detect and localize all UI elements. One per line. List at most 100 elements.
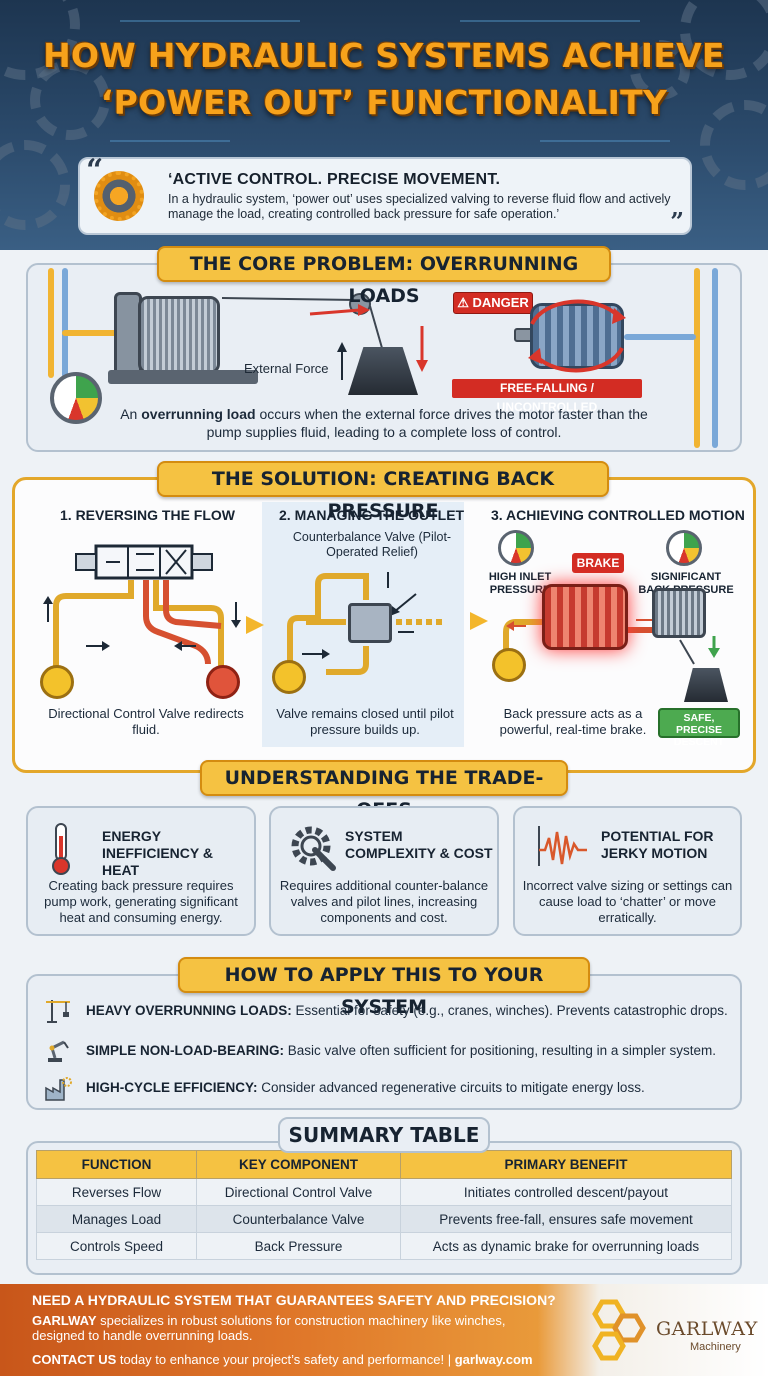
tradeoff-card-energy: ENERGY INEFFICIENCY & HEAT Creating back… — [26, 806, 256, 936]
step-3-caption: Back pressure acts as a powerful, real-t… — [499, 706, 647, 737]
freefall-badge: FREE-FALLING / UNCONTROLLED — [452, 379, 642, 414]
tradeoffs-banner: UNDERSTANDING THE TRADE-OFFS — [200, 760, 568, 821]
table-cell: Back Pressure — [196, 1232, 401, 1260]
pressure-gauge-icon — [498, 530, 534, 566]
gear-icon — [30, 60, 110, 140]
summary-banner: SUMMARY TABLE — [278, 1117, 490, 1153]
card-body: Incorrect valve sizing or settings can c… — [522, 878, 733, 925]
table-cell: Reverses Flow — [36, 1178, 197, 1206]
step-2-caption: Valve remains closed until pilot pressur… — [276, 706, 454, 737]
pipe — [62, 268, 68, 378]
card-title: ENERGY INEFFICIENCY & HEAT — [102, 828, 213, 878]
brake-badge: BRAKE — [572, 553, 624, 573]
step-1-caption: Directional Control Valve redirects flui… — [48, 706, 244, 737]
circuit-line — [120, 20, 300, 22]
spin-arrows-icon — [528, 299, 626, 373]
pressure-gauge-icon — [50, 372, 102, 424]
apply-row-label: HEAVY OVERRUNNING LOADS: — [86, 1003, 292, 1018]
danger-badge: ⚠ DANGER — [453, 292, 533, 314]
table-header: KEY COMPONENT — [196, 1150, 401, 1179]
website-link[interactable]: garlway.com — [454, 1352, 533, 1367]
table-row: Manages Load Counterbalance Valve Preven… — [36, 1205, 732, 1233]
card-title: SYSTEM COMPLEXITY & COST — [345, 828, 493, 861]
gear-wrench-icon — [291, 826, 336, 871]
solution-banner: THE SOLUTION: CREATING BACK PRESSURE — [157, 461, 609, 522]
thermometer-icon — [52, 823, 70, 875]
pipe — [712, 268, 718, 448]
table-cell: Counterbalance Valve — [196, 1205, 401, 1233]
quote-title: ‘ACTIVE CONTROL. PRECISE MOVEMENT. — [168, 171, 501, 188]
gear-icon — [0, 140, 70, 230]
pipe — [62, 330, 122, 336]
blocked-port-icon — [206, 665, 240, 699]
winch-drum-icon — [652, 588, 706, 638]
table-cell: Prevents free-fall, ensures safe movemen… — [400, 1205, 732, 1233]
title-line-2: ‘POWER OUT’ FUNCTIONALITY — [100, 83, 668, 122]
apply-row-text: Basic valve often sufficient for positio… — [284, 1043, 716, 1058]
directional-valve-diagram — [43, 544, 241, 666]
card-body: Requires additional counter-balance valv… — [279, 878, 489, 925]
apply-row: HIGH-CYCLE EFFICIENCY: Consider advanced… — [86, 1080, 645, 1095]
hydraulic-motor-icon — [530, 303, 624, 369]
core-problem-banner: THE CORE PROBLEM: OVERRUNNING LOADS — [157, 246, 611, 307]
apply-row-label: SIMPLE NON-LOAD-BEARING: — [86, 1043, 284, 1058]
card-title: POTENTIAL FOR JERKY MOTION — [601, 828, 714, 861]
tradeoff-card-jerky-motion: POTENTIAL FOR JERKY MOTION Incorrect val… — [513, 806, 742, 936]
crane-icon — [46, 1000, 70, 1023]
apply-banner: HOW TO APPLY THIS TO YOUR SYSTEM — [178, 957, 590, 1018]
logo-name: GARLWAY — [656, 1318, 758, 1340]
footer-contact: CONTACT US today to enhance your project… — [32, 1352, 533, 1367]
desc-prefix: An — [120, 406, 142, 422]
table-cell: Initiates controlled descent/payout — [400, 1178, 732, 1206]
step-3-title: 3. ACHIEVING CONTROLLED MOTION — [491, 507, 745, 523]
garlway-logo-icon — [592, 1299, 646, 1361]
safe-descent-badge: SAFE, PRECISE DESCENT — [658, 708, 740, 748]
desc-bold: overrunning load — [141, 406, 256, 422]
gear-icon — [700, 100, 768, 190]
table-cell: Directional Control Valve — [196, 1178, 401, 1206]
gear-icon — [630, 40, 690, 100]
braking-motor-icon — [542, 584, 628, 650]
winch-base — [108, 370, 258, 384]
pump-icon — [272, 660, 306, 694]
counterbalance-valve-icon — [348, 603, 392, 643]
robot-arm-icon — [48, 1040, 69, 1062]
factory-icon — [45, 1077, 72, 1101]
apply-row-text: Consider advanced regenerative circuits … — [257, 1080, 645, 1095]
apply-row-text: Essential for safety (e.g., cranes, winc… — [291, 1003, 728, 1018]
counterbalance-label: Counterbalance Valve (Pilot-Operated Rel… — [292, 530, 452, 559]
table-header-row: FUNCTION KEY COMPONENT PRIMARY BENEFIT — [36, 1150, 732, 1179]
arrow-right-icon — [246, 616, 264, 634]
logo-subtitle: Machinery — [690, 1341, 741, 1353]
table-cell: Acts as dynamic brake for overrunning lo… — [400, 1232, 732, 1260]
external-force-label: External Force — [244, 361, 329, 376]
table-row: Controls Speed Back Pressure Acts as dyn… — [36, 1232, 732, 1260]
counterbalance-valve-diagram — [287, 572, 442, 675]
page-title: HOW HYDRAULIC SYSTEMS ACHIEVE ‘POWER OUT… — [20, 32, 748, 126]
pipe — [694, 268, 700, 448]
tradeoff-card-complexity: SYSTEM COMPLEXITY & COST Requires additi… — [269, 806, 499, 936]
gear-icon — [94, 171, 144, 221]
desc-rest: occurs when the external force drives th… — [206, 406, 648, 440]
table-header: FUNCTION — [36, 1150, 197, 1179]
footer-brand-text: specializes in robust solutions for cons… — [32, 1313, 506, 1343]
circuit-line — [540, 140, 670, 142]
title-line-1: HOW HYDRAULIC SYSTEMS ACHIEVE — [43, 36, 725, 75]
high-inlet-label: HIGH INLET PRESSURE — [488, 571, 552, 596]
pipe — [48, 268, 54, 378]
apply-row: HEAVY OVERRUNNING LOADS: Essential for s… — [86, 1003, 728, 1018]
apply-row-label: HIGH-CYCLE EFFICIENCY: — [86, 1080, 258, 1095]
pipe — [624, 334, 696, 340]
contact-label: CONTACT US — [32, 1352, 117, 1367]
rope-diagram — [221, 293, 428, 380]
summary-table: FUNCTION KEY COMPONENT PRIMARY BENEFIT R… — [36, 1150, 732, 1260]
circuit-line — [110, 140, 230, 142]
footer-brand: GARLWAY — [32, 1313, 97, 1328]
wave-icon — [538, 826, 587, 866]
apply-panel — [26, 974, 742, 1110]
step-1-title: 1. REVERSING THE FLOW — [60, 507, 236, 523]
quote-box: “ ‘ACTIVE CONTROL. PRECISE MOVEMENT. In … — [78, 153, 692, 236]
arrow-right-icon — [470, 612, 488, 630]
pressure-gauge-icon — [666, 530, 702, 566]
table-cell: Manages Load — [36, 1205, 197, 1233]
